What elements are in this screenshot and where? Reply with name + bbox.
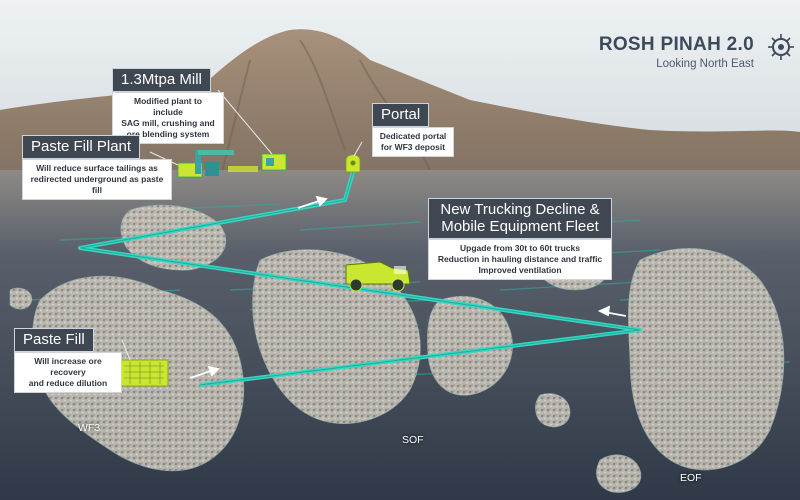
conveyor-icon [198,150,234,155]
callout-body: Will increase ore recovery and reduce di… [14,352,122,393]
callout-heading: Portal [372,103,430,127]
zone-label-wf3: WF3 [78,422,101,434]
paste-fill-block-icon [119,359,169,387]
portal-opening [350,160,356,166]
truck-icon [345,261,411,292]
page-subtitle: Looking North East [656,58,754,70]
page-title: ROSH PINAH 2.0 [598,34,754,55]
arrow-icon [315,195,328,207]
callout-heading: 1.3Mtpa Mill [112,68,211,92]
callout-body: Dedicated portal for WF3 deposit [372,127,454,157]
callout-heading-line: New Trucking Decline & [440,201,600,218]
callout-line: ore blending system [126,129,210,139]
callout-paste-fill-plant: Paste Fill Plant Will reduce surface tai… [22,135,172,200]
callout-body: Upgade from 30t to 60t trucks Reduction … [428,239,612,280]
surface-plant [177,150,287,178]
title-block: ROSH PINAH 2.0 Looking North East [599,34,754,70]
callout-line: SAG mill, crushing and [121,118,215,128]
callout-portal: Portal Dedicated portal for WF3 deposit [372,103,454,157]
callout-mill: 1.3Mtpa Mill Modified plant to include S… [112,68,224,144]
mill-building-icon [205,162,219,176]
callout-line: Will increase ore recovery [34,356,102,377]
sun-logo-icon [768,34,794,60]
callout-line: and reduce dilution [28,378,108,388]
callout-line: Upgade from 30t to 60t trucks [460,243,580,253]
trucking-decline-shadow [79,171,641,386]
callout-line: for WF3 deposit [380,142,446,152]
mill-building-icon [266,158,274,166]
callout-body: Will reduce surface tailings as redirect… [22,159,172,200]
mill-building-icon [195,150,201,174]
callout-line: Reduction in hauling distance and traffi… [437,254,603,264]
callout-heading: New Trucking Decline & Mobile Equipment … [428,198,612,239]
zone-label-eof: EOF [680,472,702,484]
callout-line: Dedicated portal [379,131,447,141]
callout-line: Improved ventilation [478,265,562,275]
callout-trucking-decline: New Trucking Decline & Mobile Equipment … [428,198,612,280]
conveyor-icon [228,166,258,172]
callout-leaders [121,89,363,361]
callout-heading: Paste Fill [14,328,94,352]
callout-line: Modified plant to include [134,96,202,117]
callout-line: Will reduce surface tailings as [36,163,158,173]
callout-line: redirected underground as paste fill [30,174,164,195]
callout-heading: Paste Fill Plant [22,135,141,159]
arrow-icon [207,365,220,377]
flow-arrows [189,195,627,379]
arrow-icon [597,305,611,317]
callout-heading-line: Mobile Equipment Fleet [441,218,599,235]
zone-label-sof: SOF [402,434,424,446]
callout-paste-fill: Paste Fill Will increase ore recovery an… [14,328,122,393]
